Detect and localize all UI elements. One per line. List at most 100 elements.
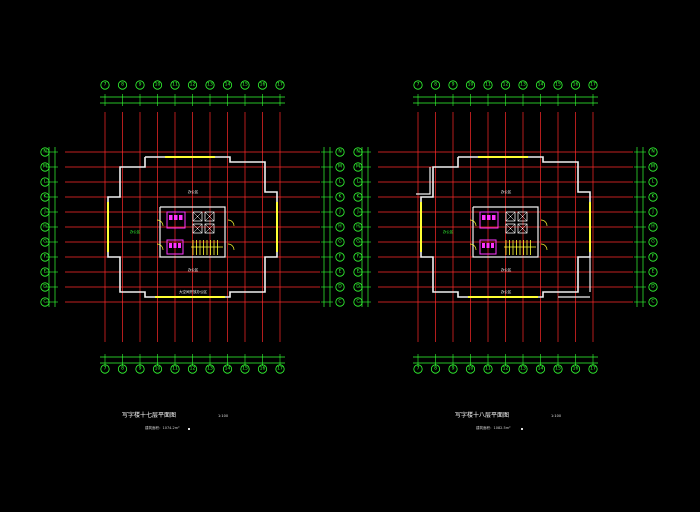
axis-bubble-right-G-label: G (338, 239, 342, 245)
axis-bubble-left-G-circle (353, 237, 363, 247)
elevator-cross (204, 211, 215, 222)
axis-bubble-left-M-circle (353, 162, 363, 172)
axis-bubble-top-9-circle (135, 80, 145, 90)
axis-bubble-bottom-8-label: 8 (434, 366, 437, 372)
axis-bubble-right-D-label: D (651, 284, 655, 290)
axis-bubble-top-7-label: 7 (104, 82, 107, 88)
axis-bubble-right-K-label: K (339, 194, 343, 200)
axis-bubble-left-N-label: N (356, 149, 359, 155)
axis-bubble-top-16-circle (257, 80, 268, 90)
restroom-fixture (174, 215, 178, 220)
axis-bubble-bottom-15-circle (240, 364, 250, 374)
axis-bubble-right-M-circle (648, 162, 658, 172)
axis-bubble-bottom-15-circle (553, 364, 563, 374)
axis-bubble-right-E-label: E (652, 269, 655, 275)
axis-bubble-top-12-label: 12 (503, 82, 509, 88)
axis-bubble-right-F-label: F (652, 254, 655, 260)
elevator-cross (192, 211, 203, 222)
core-wall (472, 206, 539, 258)
axis-bubble-bottom-11-label: 11 (485, 366, 491, 372)
axis-bubble-left-M-label: M (43, 164, 47, 170)
elevator-shaft-1 (192, 211, 203, 222)
axis-bubble-top-11-circle (483, 80, 493, 90)
restroom-b (479, 239, 497, 255)
axis-bubble-bottom-9-label: 9 (452, 366, 455, 372)
axis-bubble-bottom-10-label: 10 (155, 366, 161, 372)
axis-bubble-left-L-label: L (357, 179, 360, 185)
right-plan-note-dot (521, 428, 523, 430)
axis-bubble-left-E-label: E (357, 269, 360, 275)
axis-bubble-top-17-label: 17 (590, 82, 596, 88)
axis-bubble-right-K-circle (648, 192, 658, 202)
room-label-west: 办公区 (130, 229, 141, 234)
right-plan-scale: 1:100 (551, 414, 562, 418)
axis-bubble-bottom-13-circle (205, 364, 215, 374)
axis-bubble-left-F-circle (353, 252, 363, 262)
axis-bubble-top-9-circle (448, 80, 458, 90)
axis-bubble-left-J-circle (40, 207, 50, 217)
axis-bubble-top-10-label: 10 (155, 82, 161, 88)
axis-bubble-bottom-11-label: 11 (172, 366, 178, 372)
axis-bubble-bottom-16-circle (257, 364, 268, 374)
axis-bubble-left-H-circle (353, 222, 363, 232)
axis-bubble-left-M-circle (40, 162, 50, 172)
axis-bubble-right-N-label: N (651, 149, 654, 155)
axis-bubble-top-14-circle (222, 80, 233, 90)
axis-bubble-bottom-17-label: 17 (590, 366, 596, 372)
restroom-a (166, 211, 186, 229)
axis-bubble-right-F-circle (335, 252, 345, 262)
axis-bubble-right-N-circle (335, 147, 345, 157)
elevator-shaft-3 (192, 223, 203, 234)
elevator-cross (505, 211, 516, 222)
axis-bubble-right-F-circle (648, 252, 658, 262)
axis-bubble-right-C-label: C (651, 299, 654, 305)
axis-bubble-bottom-15-label: 15 (242, 366, 248, 372)
axis-bubble-left-K-label: K (44, 194, 48, 200)
axis-bubble-left-C-label: C (43, 299, 46, 305)
axis-bubble-top-12-circle (187, 80, 198, 90)
axis-bubble-right-F-label: F (339, 254, 342, 260)
axis-bubble-top-7-circle (100, 80, 110, 90)
restroom-fixture (178, 243, 181, 248)
room-label-bottom: 办公区 (501, 289, 512, 294)
axis-bubble-left-M-label: M (356, 164, 360, 170)
axis-bubble-top-8-label: 8 (121, 82, 124, 88)
axis-bubble-right-L-circle (648, 177, 658, 187)
axis-bubble-right-H-circle (648, 222, 658, 232)
restroom-fixture (169, 243, 172, 248)
axis-bubble-bottom-9-circle (448, 364, 458, 374)
axis-bubble-bottom-17-circle (275, 364, 285, 374)
axis-bubble-right-N-circle (648, 147, 658, 157)
axis-bubble-right-D-circle (648, 282, 658, 292)
axis-bubble-bottom-15-label: 15 (555, 366, 561, 372)
axis-bubble-left-G-label: G (43, 239, 47, 245)
axis-bubble-top-12-label: 12 (190, 82, 196, 88)
elevator-shaft-4 (517, 223, 528, 234)
axis-bubble-right-D-circle (335, 282, 345, 292)
door-swing (227, 243, 235, 251)
axis-bubble-bottom-7-circle (413, 364, 423, 374)
elevator-shaft-1 (505, 211, 516, 222)
door-swing (469, 219, 477, 227)
axis-bubble-top-7-circle (413, 80, 423, 90)
axis-bubble-right-K-label: K (652, 194, 656, 200)
axis-bubble-bottom-12-circle (500, 364, 511, 374)
axis-bubble-left-N-label: N (43, 149, 46, 155)
axis-bubble-left-C-circle (40, 297, 50, 307)
axis-bubble-right-H-circle (335, 222, 345, 232)
axis-bubble-right-N-label: N (338, 149, 341, 155)
axis-bubble-top-9-label: 9 (139, 82, 142, 88)
axis-bubble-left-L-label: L (44, 179, 47, 185)
axis-bubble-left-E-circle (353, 267, 363, 277)
axis-bubble-left-K-circle (353, 192, 363, 202)
axis-bubble-top-15-label: 15 (555, 82, 561, 88)
room-label-bottom: 大空间开放办公区 (179, 289, 207, 294)
axis-bubble-top-14-circle (535, 80, 546, 90)
axis-bubble-right-D-label: D (338, 284, 342, 290)
axis-bubble-right-M-label: M (651, 164, 655, 170)
axis-bubble-top-11-circle (170, 80, 180, 90)
door-swing (469, 243, 477, 251)
axis-bubble-left-H-label: H (43, 224, 46, 230)
